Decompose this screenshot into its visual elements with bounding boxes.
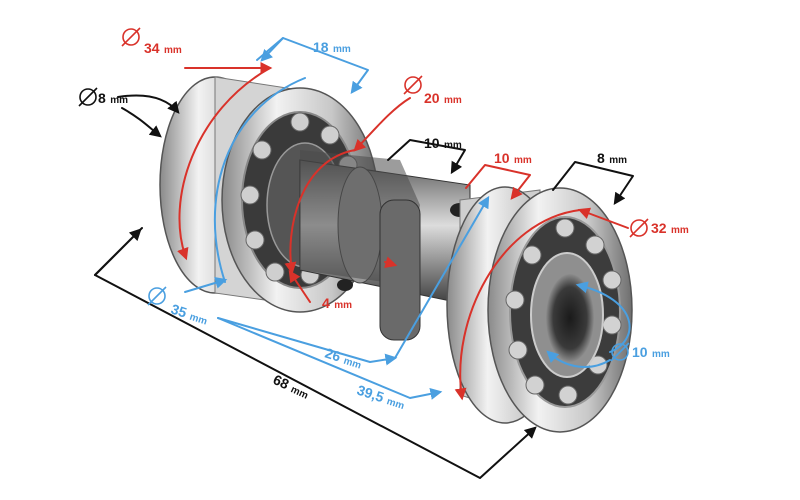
dimension-labels: 34 mm 18 mm 8 mm 20 mm 10 mm 10 mm 8 mm … <box>98 39 689 412</box>
diameter-icon <box>610 342 630 362</box>
label-d8a: 8 mm <box>98 90 128 107</box>
diameter-icon <box>147 286 167 306</box>
label-d10c: 10 mm <box>632 344 670 361</box>
d10a-bracket <box>387 139 466 175</box>
d35-arc <box>213 77 306 283</box>
diameter-icon <box>121 27 141 47</box>
d68-tick <box>94 228 142 276</box>
d32-leader <box>577 207 629 229</box>
oil-hole-2 <box>337 279 353 291</box>
d26-line <box>217 317 398 366</box>
camshaft-object <box>159 76 633 433</box>
d4-tick <box>384 256 398 268</box>
d8b-bracket <box>552 161 634 205</box>
label-d26: 26 mm <box>323 345 364 373</box>
diameter-symbols <box>78 27 649 362</box>
label-d8b: 8 mm <box>597 150 627 167</box>
label-d32: 32 mm <box>651 220 689 237</box>
d10c-arrow-2 <box>546 350 611 368</box>
d34-arc <box>177 67 271 261</box>
d10b-bracket <box>465 164 531 200</box>
label-d10a: 10 mm <box>424 135 462 152</box>
d26-tick <box>394 195 490 359</box>
dimension-lines <box>94 37 634 479</box>
diameter-icon <box>78 87 98 107</box>
right-bearing-balls <box>505 218 622 405</box>
label-d18: 18 mm <box>313 39 351 56</box>
label-d20: 20 mm <box>424 90 462 107</box>
d18-tick <box>260 37 284 62</box>
diameter-icon <box>403 75 423 95</box>
d4-leader <box>288 270 311 303</box>
d35-leader <box>184 277 228 293</box>
d32-arc <box>454 209 581 401</box>
d8a-arrow-2 <box>121 107 162 138</box>
label-d34: 34 mm <box>144 40 182 57</box>
d8a-arrow-1 <box>117 94 180 114</box>
d20-arc <box>284 149 356 275</box>
d20-leader <box>353 97 411 152</box>
diameter-icon <box>629 218 649 238</box>
label-d4: 4 mm <box>322 295 352 312</box>
label-d35: 35 mm <box>169 301 210 329</box>
label-d10b: 10 mm <box>494 150 532 167</box>
shaft-bore <box>546 274 594 362</box>
d10c-arrow-1 <box>575 281 631 353</box>
cam-lobe-2 <box>379 199 421 341</box>
d39-line <box>217 317 443 400</box>
